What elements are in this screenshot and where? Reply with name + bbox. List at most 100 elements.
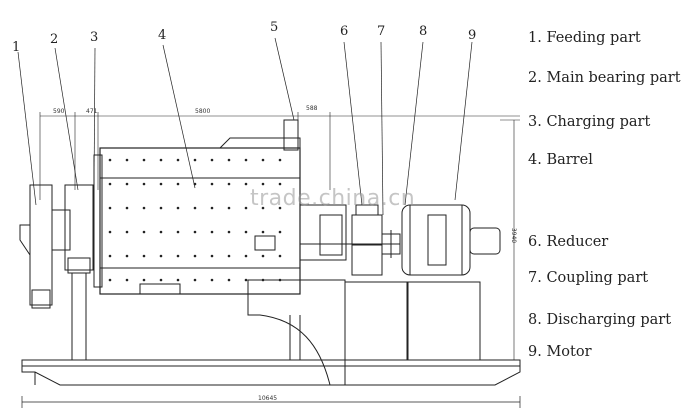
legend-item: 7. Coupling part [528, 270, 648, 286]
barrel-bolt [142, 158, 146, 162]
barrel-bolt [227, 182, 231, 186]
legend-label: Coupling part [546, 270, 649, 286]
barrel-bolt [227, 278, 231, 282]
barrel-bolt [261, 206, 265, 210]
callout-4: 4 [158, 28, 167, 43]
barrel-bolt [159, 278, 163, 282]
callout-5: 5 [270, 20, 279, 35]
motor [401, 204, 501, 361]
barrel-bolt [125, 254, 129, 258]
main-bearing-left [64, 184, 94, 360]
barrel-bolt [193, 278, 197, 282]
barrel-bolt [210, 158, 214, 162]
barrel-bolt [159, 254, 163, 258]
discharge-shaft [254, 204, 400, 261]
barrel-bolt [125, 230, 129, 234]
callout-6: 6 [340, 24, 349, 39]
feeding-part [19, 184, 71, 309]
legend-num: 2. [528, 70, 542, 86]
foundation-base [21, 359, 521, 386]
barrel-bolt [261, 182, 265, 186]
barrel-bolt [261, 230, 265, 234]
barrel-bolt [142, 278, 146, 282]
callout-2: 2 [50, 32, 59, 47]
legend-label: Barrel [546, 152, 593, 168]
dimension-label-2: 471 [86, 108, 98, 115]
barrel-bolt [125, 206, 129, 210]
callout-7: 7 [377, 24, 386, 39]
parts-legend: 1. Feeding part 2. Main bearing part 3. … [528, 0, 699, 412]
barrel-bolt [210, 254, 214, 258]
barrel-bolt [244, 278, 248, 282]
barrel-bolt [176, 230, 180, 234]
barrel-bolt [278, 182, 282, 186]
top-dimensions [39, 112, 520, 200]
legend-label: Reducer [546, 234, 609, 250]
main-bearing-right [247, 279, 346, 386]
watermark: trade.china.cn [250, 186, 416, 211]
legend-label: Feeding part [546, 30, 641, 46]
barrel-bolt [278, 254, 282, 258]
dimension-label-1: 590 [53, 108, 65, 115]
barrel-bolt [210, 230, 214, 234]
barrel-bolt [227, 158, 231, 162]
legend-item: 8. Discharging part [528, 312, 671, 328]
barrel-bolt [176, 158, 180, 162]
barrel-bolt [142, 206, 146, 210]
legend-num: 9. [528, 344, 542, 360]
dimension-label-4: 588 [306, 105, 318, 112]
barrel-bolt [125, 158, 129, 162]
barrel-bolt [210, 206, 214, 210]
barrel-bolt [278, 158, 282, 162]
callout-1: 1 [12, 40, 21, 55]
legend-label: Discharging part [546, 312, 672, 328]
barrel-bolt [278, 230, 282, 234]
legend-num: 8. [528, 312, 542, 328]
barrel-bolt [244, 182, 248, 186]
callout-8: 8 [419, 24, 428, 39]
barrel-bolt [142, 254, 146, 258]
reducer [344, 204, 408, 361]
barrel-bolt [261, 254, 265, 258]
legend-num: 7. [528, 270, 542, 286]
legend-label: Main bearing part [546, 70, 681, 86]
legend-item: 6. Reducer [528, 234, 608, 250]
barrel-bolt [159, 158, 163, 162]
barrel-bolt [142, 230, 146, 234]
barrel-bolt [176, 278, 180, 282]
barrel-bolt [108, 254, 112, 258]
legend-num: 4. [528, 152, 542, 168]
barrel-bolt [176, 206, 180, 210]
legend-item: 3. Charging part [528, 114, 650, 130]
barrel-bolt [193, 206, 197, 210]
right-dimension [500, 119, 520, 361]
dimension-label-3: 5800 [195, 108, 211, 115]
legend-item: 4. Barrel [528, 152, 593, 168]
barrel-bolt [278, 206, 282, 210]
barrel-bolt [193, 230, 197, 234]
barrel-bolt [108, 230, 112, 234]
legend-item: 1. Feeding part [528, 30, 641, 46]
barrel-bolt [159, 182, 163, 186]
dimension-label-6: 10645 [258, 395, 278, 402]
legend-num: 1. [528, 30, 542, 46]
barrel-bolt [244, 158, 248, 162]
barrel-bolt [108, 206, 112, 210]
barrel-bolt [125, 278, 129, 282]
barrel-bolt [176, 254, 180, 258]
barrel-bolt [227, 206, 231, 210]
coupling [381, 230, 401, 258]
callout-3: 3 [90, 30, 99, 45]
legend-item: 2. Main bearing part [528, 70, 681, 86]
barrel-bolt [193, 158, 197, 162]
barrel-bolt [244, 254, 248, 258]
barrel-bolt [227, 254, 231, 258]
legend-item: 9. Motor [528, 344, 592, 360]
barrel-bolt [108, 182, 112, 186]
barrel-bolt [108, 278, 112, 282]
barrel-bolt [159, 206, 163, 210]
barrel-bolt [261, 158, 265, 162]
barrel-bolt [210, 182, 214, 186]
legend-num: 6. [528, 234, 542, 250]
